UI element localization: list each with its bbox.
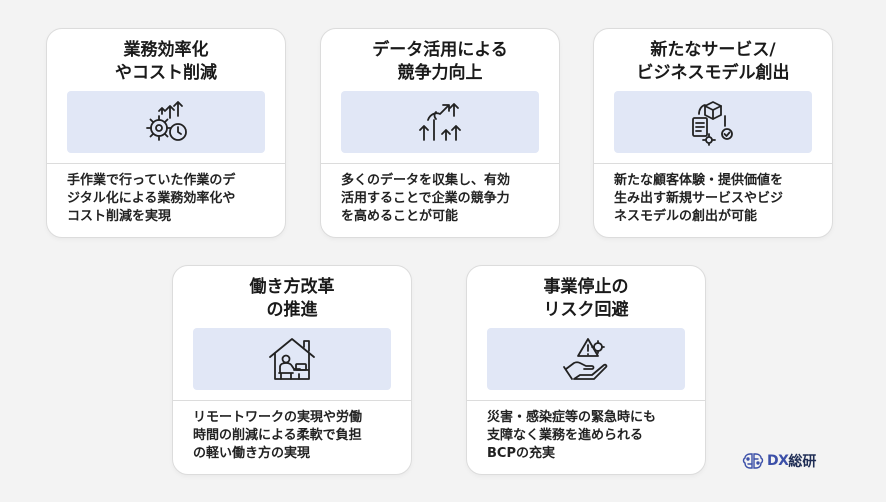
card-title: 事業停止の リスク回避 — [543, 277, 629, 320]
card-description: 手作業で行っていた作業のデ ジタル化による業務効率化や コスト削減を実現 — [67, 173, 236, 224]
card-description: リモートワークの実現や労働 時間の削減による柔軟で負担 の軽い働き方の実現 — [193, 410, 363, 461]
divider — [47, 163, 285, 164]
risk-hand-warning-icon — [563, 338, 608, 380]
growth-arrows-icon — [419, 103, 461, 141]
business-model-icon — [692, 101, 733, 146]
logo-name: 総研 — [788, 454, 817, 470]
logo-dx: DX — [767, 453, 789, 469]
card-description: 多くのデータを収集し、有効 活用することで企業の競争力 を高めることが可能 — [341, 173, 511, 224]
card-risk-avoidance: 事業停止の リスク回避 災害・感染症等の緊急時にも 支障なく業務を進められる B… — [466, 265, 706, 475]
icon-box — [67, 91, 265, 153]
remote-work-home-icon — [269, 338, 315, 380]
brain-icon — [742, 453, 764, 469]
gear-chart-clock-icon — [146, 101, 187, 141]
divider — [173, 400, 411, 401]
card-description: 災害・感染症等の緊急時にも 支障なく業務を進められる BCPの充実 — [487, 410, 657, 461]
card-title: 業務効率化 やコスト削減 — [115, 40, 217, 83]
card-data-utilization: データ活用による 競争力向上 多くのデータを収集し、有効 活用することで企業の競… — [320, 28, 560, 238]
card-efficiency: 業務効率化 やコスト削減 手作業で行っていた作業のデ ジタル化による業務効率化や… — [46, 28, 286, 238]
logo: DX 総研 — [742, 451, 816, 471]
card-title: データ活用による 競争力向上 — [372, 40, 508, 83]
icon-box — [614, 91, 812, 153]
card-title: 新たなサービス/ ビジネスモデル創出 — [636, 40, 790, 83]
divider — [467, 400, 705, 401]
card-title: 働き方改革 の推進 — [249, 277, 335, 320]
icon-box — [487, 328, 685, 390]
card-work-style-reform: 働き方改革 の推進 リモートワークの実現や労働 時間の削減による柔軟で負担 の軽… — [172, 265, 412, 475]
icon-box — [193, 328, 391, 390]
divider — [594, 163, 832, 164]
card-description: 新たな顧客体験・提供価値を 生み出す新規サービスやビジ ネスモデルの創出が可能 — [614, 173, 784, 224]
card-new-business: 新たなサービス/ ビジネスモデル創出 新たな顧客体験・提供価値を 生み出す新規サ… — [593, 28, 833, 238]
divider — [321, 163, 559, 164]
icon-box — [341, 91, 539, 153]
